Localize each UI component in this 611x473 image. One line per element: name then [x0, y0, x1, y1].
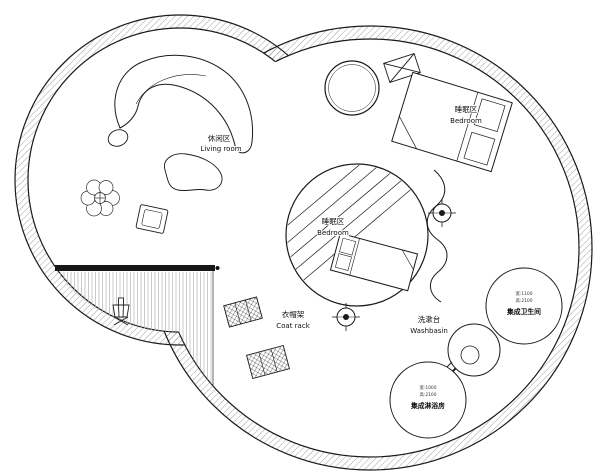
- bedroom-center-label-zh: 睡眠区: [322, 217, 345, 226]
- bed-upper: [391, 71, 513, 173]
- wall-end-dot: [215, 266, 220, 270]
- bathroom-dim-1: 宽:1100: [515, 290, 532, 297]
- shower-pod-circle: [389, 361, 467, 439]
- bedroom-upper-label-zh: 睡眠区: [455, 105, 478, 114]
- coat-rack-2: [245, 344, 291, 380]
- ceiling-light-symbol: [332, 303, 360, 331]
- terrace-hatch-area: [56, 272, 213, 386]
- armchair: [135, 204, 169, 234]
- washbasin-label-en: Washbasin: [410, 327, 448, 335]
- bedroom-upper-label-en: Bedroom: [450, 117, 482, 125]
- shower-pod-label: 集成淋浴房: [410, 401, 445, 410]
- bathroom-dim-2: 高:2100: [515, 297, 532, 304]
- center-bedroom-pod: 睡眠区 Bedroom: [285, 163, 429, 307]
- shower-pod: 宽:1000 高:2100 集成淋浴房: [389, 361, 467, 439]
- coat-rack-label-zh: 衣帽架: [282, 309, 305, 319]
- living-room-label-en: Living room: [200, 145, 241, 153]
- round-table: [324, 60, 380, 116]
- curtain-wavy-line: [426, 169, 448, 303]
- shower-dim-1: 宽:1000: [419, 384, 436, 391]
- coat-rack-label-en: Coat rack: [276, 322, 310, 330]
- living-room-label-zh: 休闲区: [208, 133, 231, 143]
- plant-icon: [80, 179, 120, 217]
- coffee-table: [164, 153, 223, 192]
- bedroom-center-label-en: Bedroom: [317, 229, 349, 237]
- stove-icon: [112, 297, 130, 326]
- partition-wall: [55, 265, 215, 271]
- washbasin-symbol: [445, 323, 501, 379]
- main-wing-inner-wall: [160, 38, 580, 458]
- washbasin-label-zh: 洗漱台: [418, 314, 441, 324]
- bed-center: [329, 232, 419, 292]
- bathroom-pod-label: 集成卫生间: [506, 307, 541, 316]
- shower-dim-2: 高:2100: [419, 391, 436, 398]
- window-unit-icon: [383, 52, 421, 84]
- sofa-seat-line: [135, 74, 207, 105]
- bathroom-pod: 宽:1100 高:2100 集成卫生间: [485, 267, 563, 345]
- ceiling-light-symbol: [428, 199, 456, 227]
- coat-rack-1: [223, 296, 263, 328]
- sofa-end-ottoman: [107, 129, 129, 147]
- sofa: [114, 54, 254, 154]
- bathroom-pod-circle: [485, 267, 563, 345]
